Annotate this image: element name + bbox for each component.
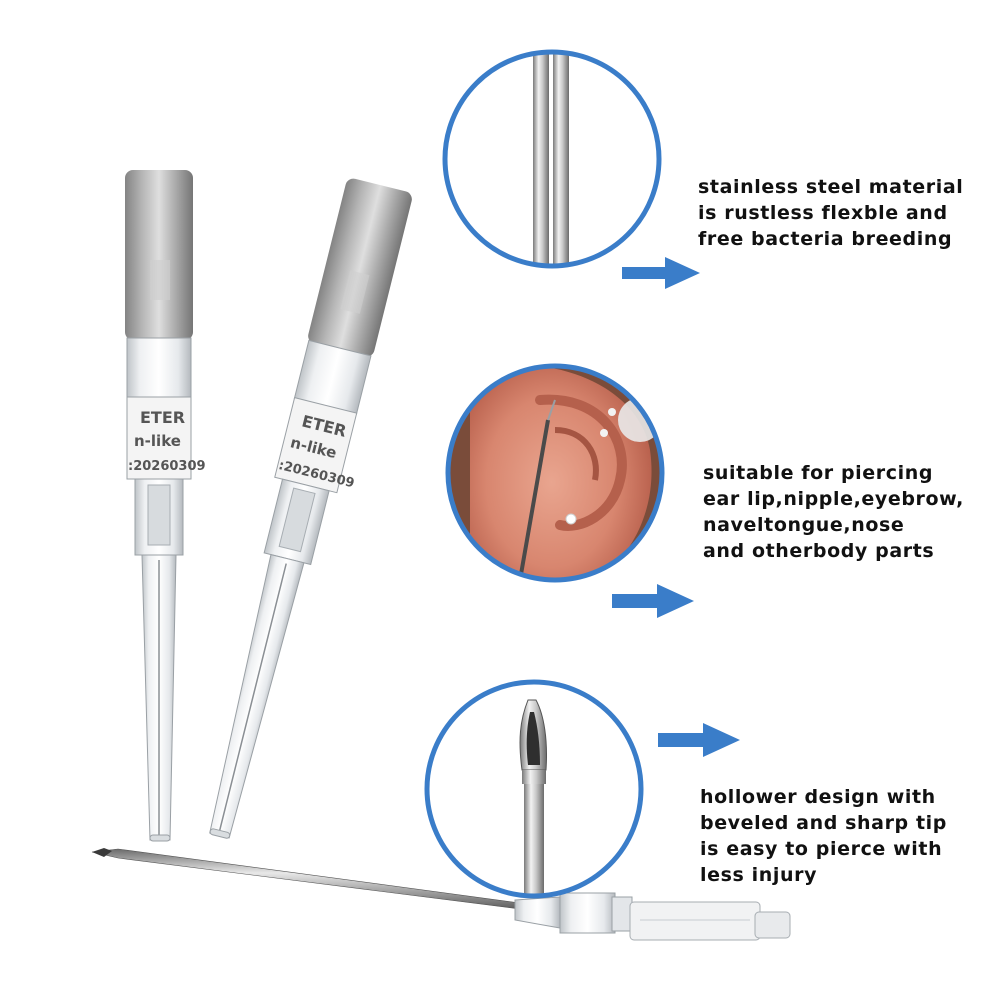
arrow-right-icon	[612, 584, 694, 618]
caption-design-line: hollower design with	[700, 786, 936, 808]
caption-design-line: less injury	[700, 864, 818, 886]
caption-material: stainless steel material is rustless fle…	[698, 174, 963, 252]
caption-material-line: stainless steel material	[698, 176, 964, 198]
caption-design: hollower design with beveled and sharp t…	[700, 784, 947, 888]
caption-usage-line: and otherbody parts	[703, 540, 935, 562]
arrow-right-icon	[622, 257, 700, 289]
detail-circle-ear	[445, 363, 665, 583]
catheter-needle-tilted: ETER n-like :20260309	[209, 178, 412, 839]
caption-usage-line: ear lip,nipple,eyebrow,	[703, 488, 964, 510]
caption-usage-line: naveltongue,nose	[703, 514, 905, 536]
needle-label-lot: :20260309	[128, 459, 206, 474]
caption-design-line: beveled and sharp tip	[700, 812, 947, 834]
needle-label-brand: ETER	[140, 408, 185, 427]
catheter-needle-left: ETER n-like :20260309	[125, 170, 206, 842]
caption-material-line: free bacteria breeding	[698, 228, 953, 250]
caption-usage: suitable for piercing ear lip,nipple,eye…	[703, 460, 964, 564]
caption-material-line: is rustless flexble and	[698, 202, 948, 224]
needle-label-subtitle: n-like	[134, 432, 181, 450]
caption-usage-line: suitable for piercing	[703, 462, 934, 484]
caption-design-line: is easy to pierce with	[700, 838, 943, 860]
arrow-right-icon	[658, 723, 740, 757]
catheter-needle-horizontal	[91, 848, 791, 941]
detail-circle-material	[442, 49, 662, 269]
detail-circle-tip	[424, 679, 644, 899]
